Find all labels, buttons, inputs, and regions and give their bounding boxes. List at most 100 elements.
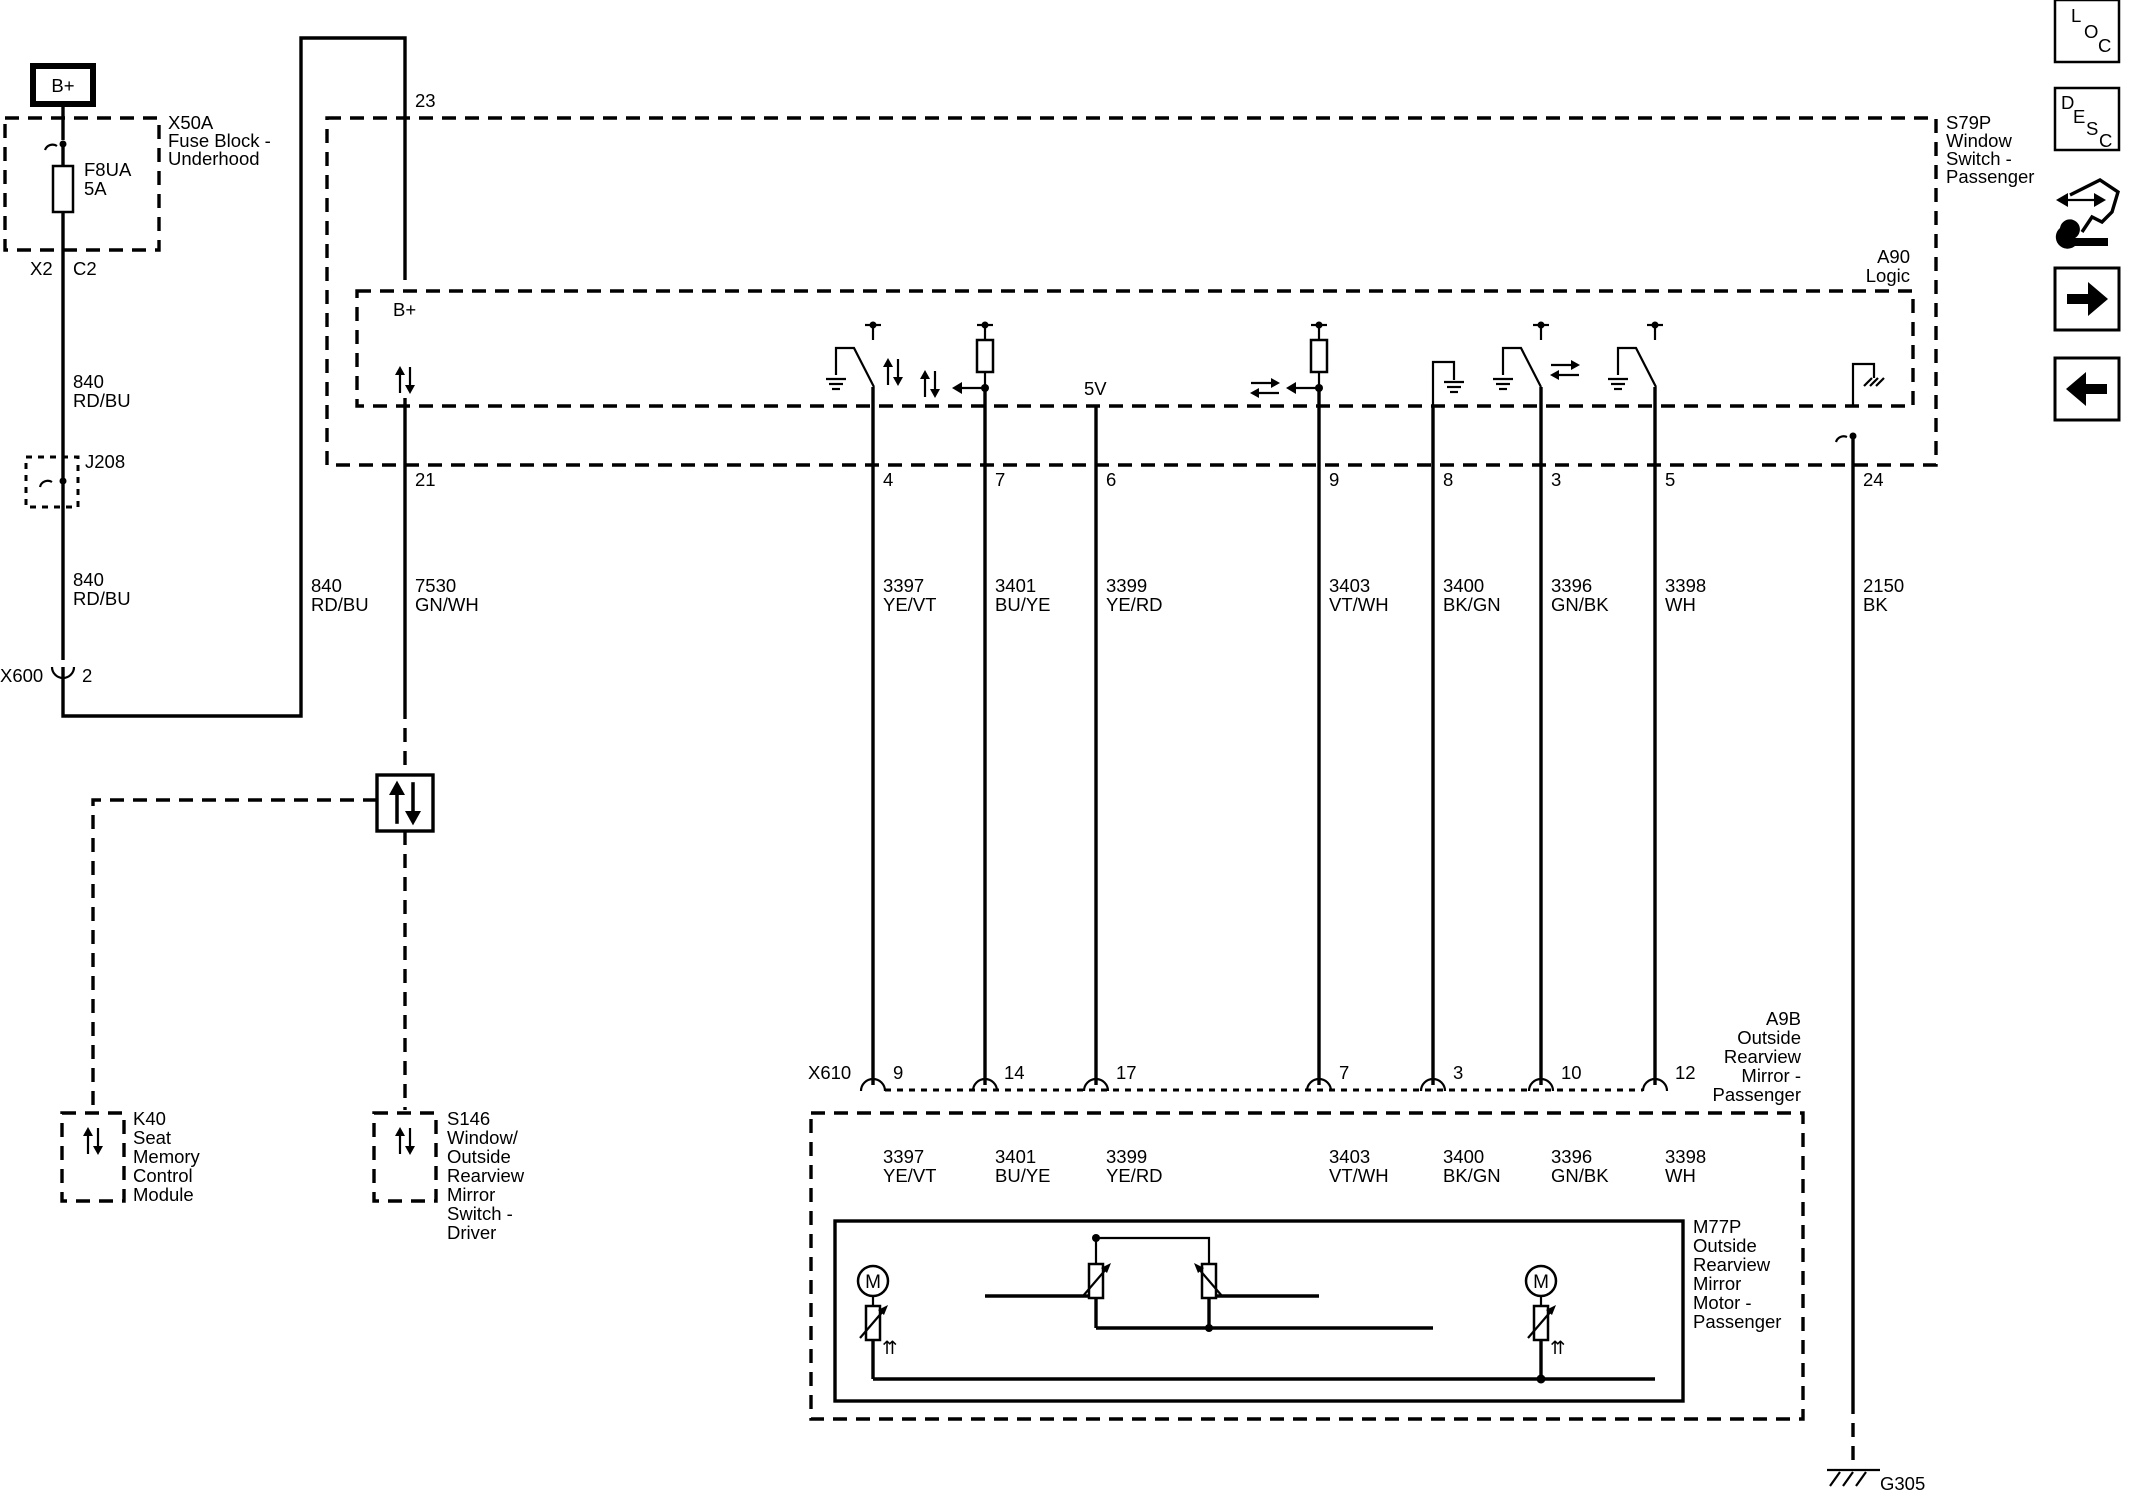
circuit-upper-1: 3397: [883, 575, 924, 596]
k40-desc-1: Seat: [133, 1127, 171, 1148]
k40-desc-4: Module: [133, 1184, 194, 1205]
switch-desc-3: Passenger: [1946, 166, 2034, 187]
mirror-desc-2: Rearview: [1724, 1046, 1802, 1067]
switch-pin-5: 8: [1443, 469, 1453, 490]
switch-pin-7: 5: [1665, 469, 1675, 490]
arrow-left-icon[interactable]: [2053, 356, 2121, 422]
motor-desc-4: Motor -: [1693, 1292, 1752, 1313]
wire-840-circuit-a: 840: [73, 371, 104, 392]
serial-data-junction: [375, 773, 435, 833]
fuse-block-name: X50A: [168, 112, 214, 133]
color-lower-4: VT/WH: [1329, 1165, 1389, 1186]
circuit-lower-7: 3398: [1665, 1146, 1706, 1167]
motor-name: M77P: [1693, 1216, 1741, 1237]
switch-pin-ground: 24: [1863, 469, 1884, 490]
connector-repair-icon[interactable]: [2055, 168, 2120, 252]
mirror-desc-3: Mirror -: [1741, 1065, 1801, 1086]
mirror-pin-2: 14: [1004, 1062, 1025, 1083]
circuit-upper-5: 3400: [1443, 575, 1484, 596]
color-upper-1: YE/VT: [883, 594, 936, 615]
color-lower-6: GN/BK: [1551, 1165, 1609, 1186]
battery-positive-box: B+: [30, 63, 96, 107]
k40-desc-2: Memory: [133, 1146, 201, 1167]
motor-right-label: M: [1533, 1272, 1549, 1293]
color-lower-3: YE/RD: [1106, 1165, 1163, 1186]
k40-name: K40: [133, 1108, 166, 1129]
circuit-upper-4: 3403: [1329, 575, 1370, 596]
mirror-pin-1: 9: [893, 1062, 903, 1083]
wire-840-circuit-c: 840: [311, 575, 342, 596]
color-upper-3: YE/RD: [1106, 594, 1163, 615]
s146-desc-6: Driver: [447, 1222, 496, 1243]
logic-name: A90: [1877, 246, 1910, 267]
circuit-upper-2: 3401: [995, 575, 1036, 596]
battery-label: B+: [51, 75, 74, 96]
color-upper-5: BK/GN: [1443, 594, 1501, 615]
circuit-upper-3: 3399: [1106, 575, 1147, 596]
s146-desc-4: Mirror: [447, 1184, 495, 1205]
mirror-motor-passenger: M77P Outside Rearview Mirror Motor - Pas…: [833, 1216, 1781, 1403]
wire-840-circuit-b: 840: [73, 569, 104, 590]
signal-wires: [871, 387, 1855, 1462]
five-volt-label: 5V: [1084, 378, 1107, 399]
window-switch-passenger: S79P Window Switch - Passenger A90 Logic…: [325, 112, 2034, 467]
motor-desc-1: Outside: [1693, 1235, 1757, 1256]
s146-desc-3: Rearview: [447, 1165, 525, 1186]
mirror-pin-5: 3: [1453, 1062, 1463, 1083]
description-button[interactable]: D E S C: [2053, 86, 2121, 152]
fuse-name: F8UA: [84, 159, 132, 180]
color-upper-7: WH: [1665, 594, 1696, 615]
s146-desc-5: Switch -: [447, 1203, 513, 1224]
pin-23-label: 23: [415, 90, 436, 111]
location-button[interactable]: L O C: [2053, 0, 2121, 64]
fuse-block-desc-2: Underhood: [168, 148, 260, 169]
s146-desc-1: Window/: [447, 1127, 519, 1148]
ground-g305: G305: [1827, 1468, 1925, 1490]
switch-internal-symbols: 5V: [824, 320, 1885, 443]
inline-connector-x600: X600 2: [0, 665, 92, 686]
color-upper-4: VT/WH: [1329, 594, 1389, 615]
loc-letter-l: L: [2071, 5, 2081, 26]
outside-rearview-mirror-passenger: 3397 YE/VT 3401 BU/YE 3399 YE/RD 3403 VT…: [809, 1111, 1805, 1421]
motor-left-arrows: ⇈: [882, 1337, 898, 1358]
ground-color: BK: [1863, 594, 1888, 615]
x600-label: X600: [0, 665, 43, 686]
splice-label: J208: [85, 451, 125, 472]
s146-desc-2: Outside: [447, 1146, 511, 1167]
pin-21-label: 21: [415, 469, 436, 490]
arrow-right-icon[interactable]: [2053, 266, 2121, 332]
circuit-lower-3: 3399: [1106, 1146, 1147, 1167]
motor-right-arrows: ⇈: [1550, 1337, 1566, 1358]
motor-desc-3: Mirror: [1693, 1273, 1741, 1294]
g305-label: G305: [1880, 1473, 1925, 1490]
circuit-lower-4: 3403: [1329, 1146, 1370, 1167]
circuit-lower-5: 3400: [1443, 1146, 1484, 1167]
color-lower-7: WH: [1665, 1165, 1696, 1186]
switch-desc-2: Switch -: [1946, 148, 2012, 169]
k40-desc-3: Control: [133, 1165, 193, 1186]
loc-letter-c: C: [2098, 35, 2111, 56]
mirror-pin-4: 7: [1339, 1062, 1349, 1083]
circuit-lower-2: 3401: [995, 1146, 1036, 1167]
fuse-block-underhood: F8UA 5A X50A Fuse Block - Underhood: [3, 112, 271, 252]
circuit-upper-6: 3396: [1551, 575, 1592, 596]
fuse-block-connector: X2: [30, 258, 53, 279]
circuit-lower-1: 3397: [883, 1146, 924, 1167]
wire-840-color-a: RD/BU: [73, 390, 131, 411]
switch-pin-1: 4: [883, 469, 893, 490]
color-upper-6: GN/BK: [1551, 594, 1609, 615]
desc-letter-c: C: [2099, 130, 2112, 151]
switch-name: S79P: [1946, 112, 1991, 133]
mirror-pin-3: 17: [1116, 1062, 1137, 1083]
desc-letter-e: E: [2073, 106, 2085, 127]
mirror-switch-driver: S146 Window/ Outside Rearview Mirror Swi…: [372, 1108, 525, 1243]
fuse-block-cavity: C2: [73, 258, 97, 279]
x610-label: X610: [808, 1062, 851, 1083]
circuit-upper-7: 3398: [1665, 575, 1706, 596]
wire-7530-circuit: 7530: [415, 575, 456, 596]
ground-circuit: 2150: [1863, 575, 1904, 596]
fuse-block-desc-1: Fuse Block -: [168, 130, 271, 151]
wire-840-color-c: RD/BU: [311, 594, 369, 615]
mirror-desc-4: Passenger: [1713, 1084, 1801, 1105]
